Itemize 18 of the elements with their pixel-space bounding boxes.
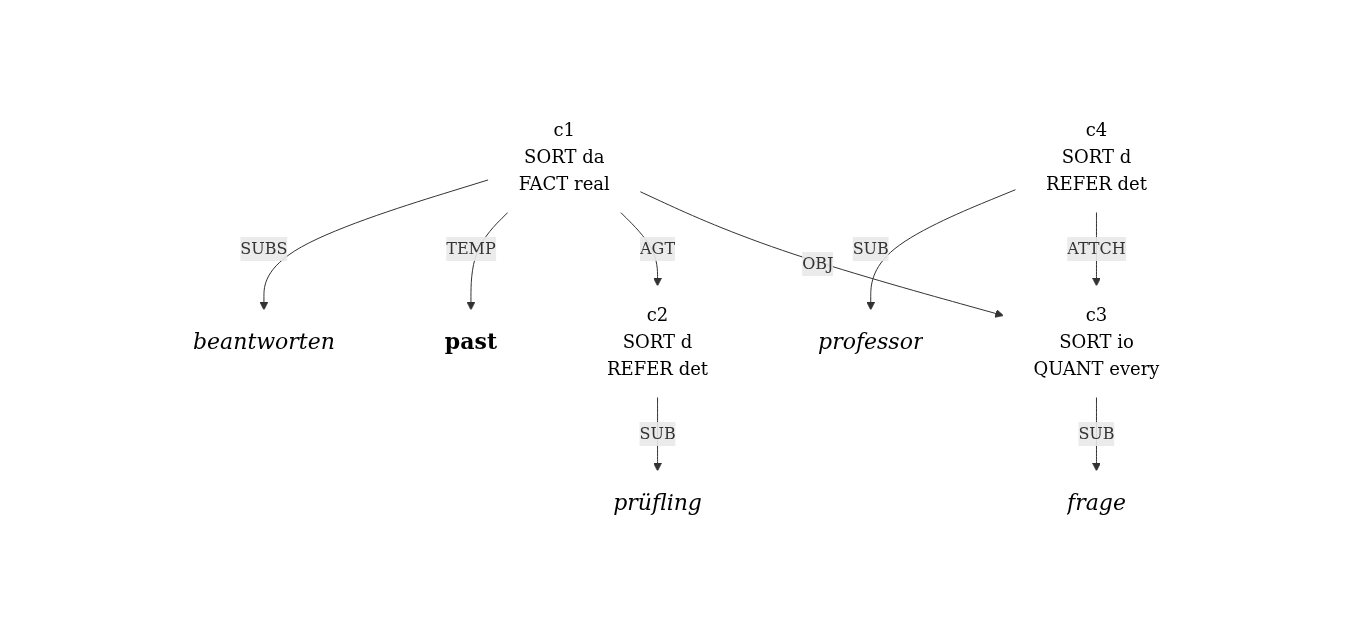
arrow [866, 188, 1017, 310]
node-text: past [444, 327, 497, 354]
edge-label: OBJ [801, 253, 834, 273]
node-text: c4 SORT d REFER det [1045, 118, 1147, 194]
node-text: c1 SORT da FACT real [518, 118, 610, 194]
edge-label: AGT [639, 238, 675, 258]
edge-label: SUB [1078, 423, 1115, 443]
edge-label: SUB [639, 423, 676, 443]
arrow [639, 190, 1004, 318]
edge-label: TEMP [445, 238, 496, 258]
arrow [259, 178, 489, 310]
edge-label: ATTCH [1066, 238, 1126, 258]
node-text: c3 SORT io QUANT every [1033, 303, 1160, 379]
node-text: c2 SORT d REFER det [606, 303, 708, 379]
node-text: prüfling [612, 489, 702, 515]
node-text: beantworten [192, 328, 335, 354]
edge-label: SUBS [240, 238, 288, 258]
edge-label: SUB [852, 238, 889, 258]
